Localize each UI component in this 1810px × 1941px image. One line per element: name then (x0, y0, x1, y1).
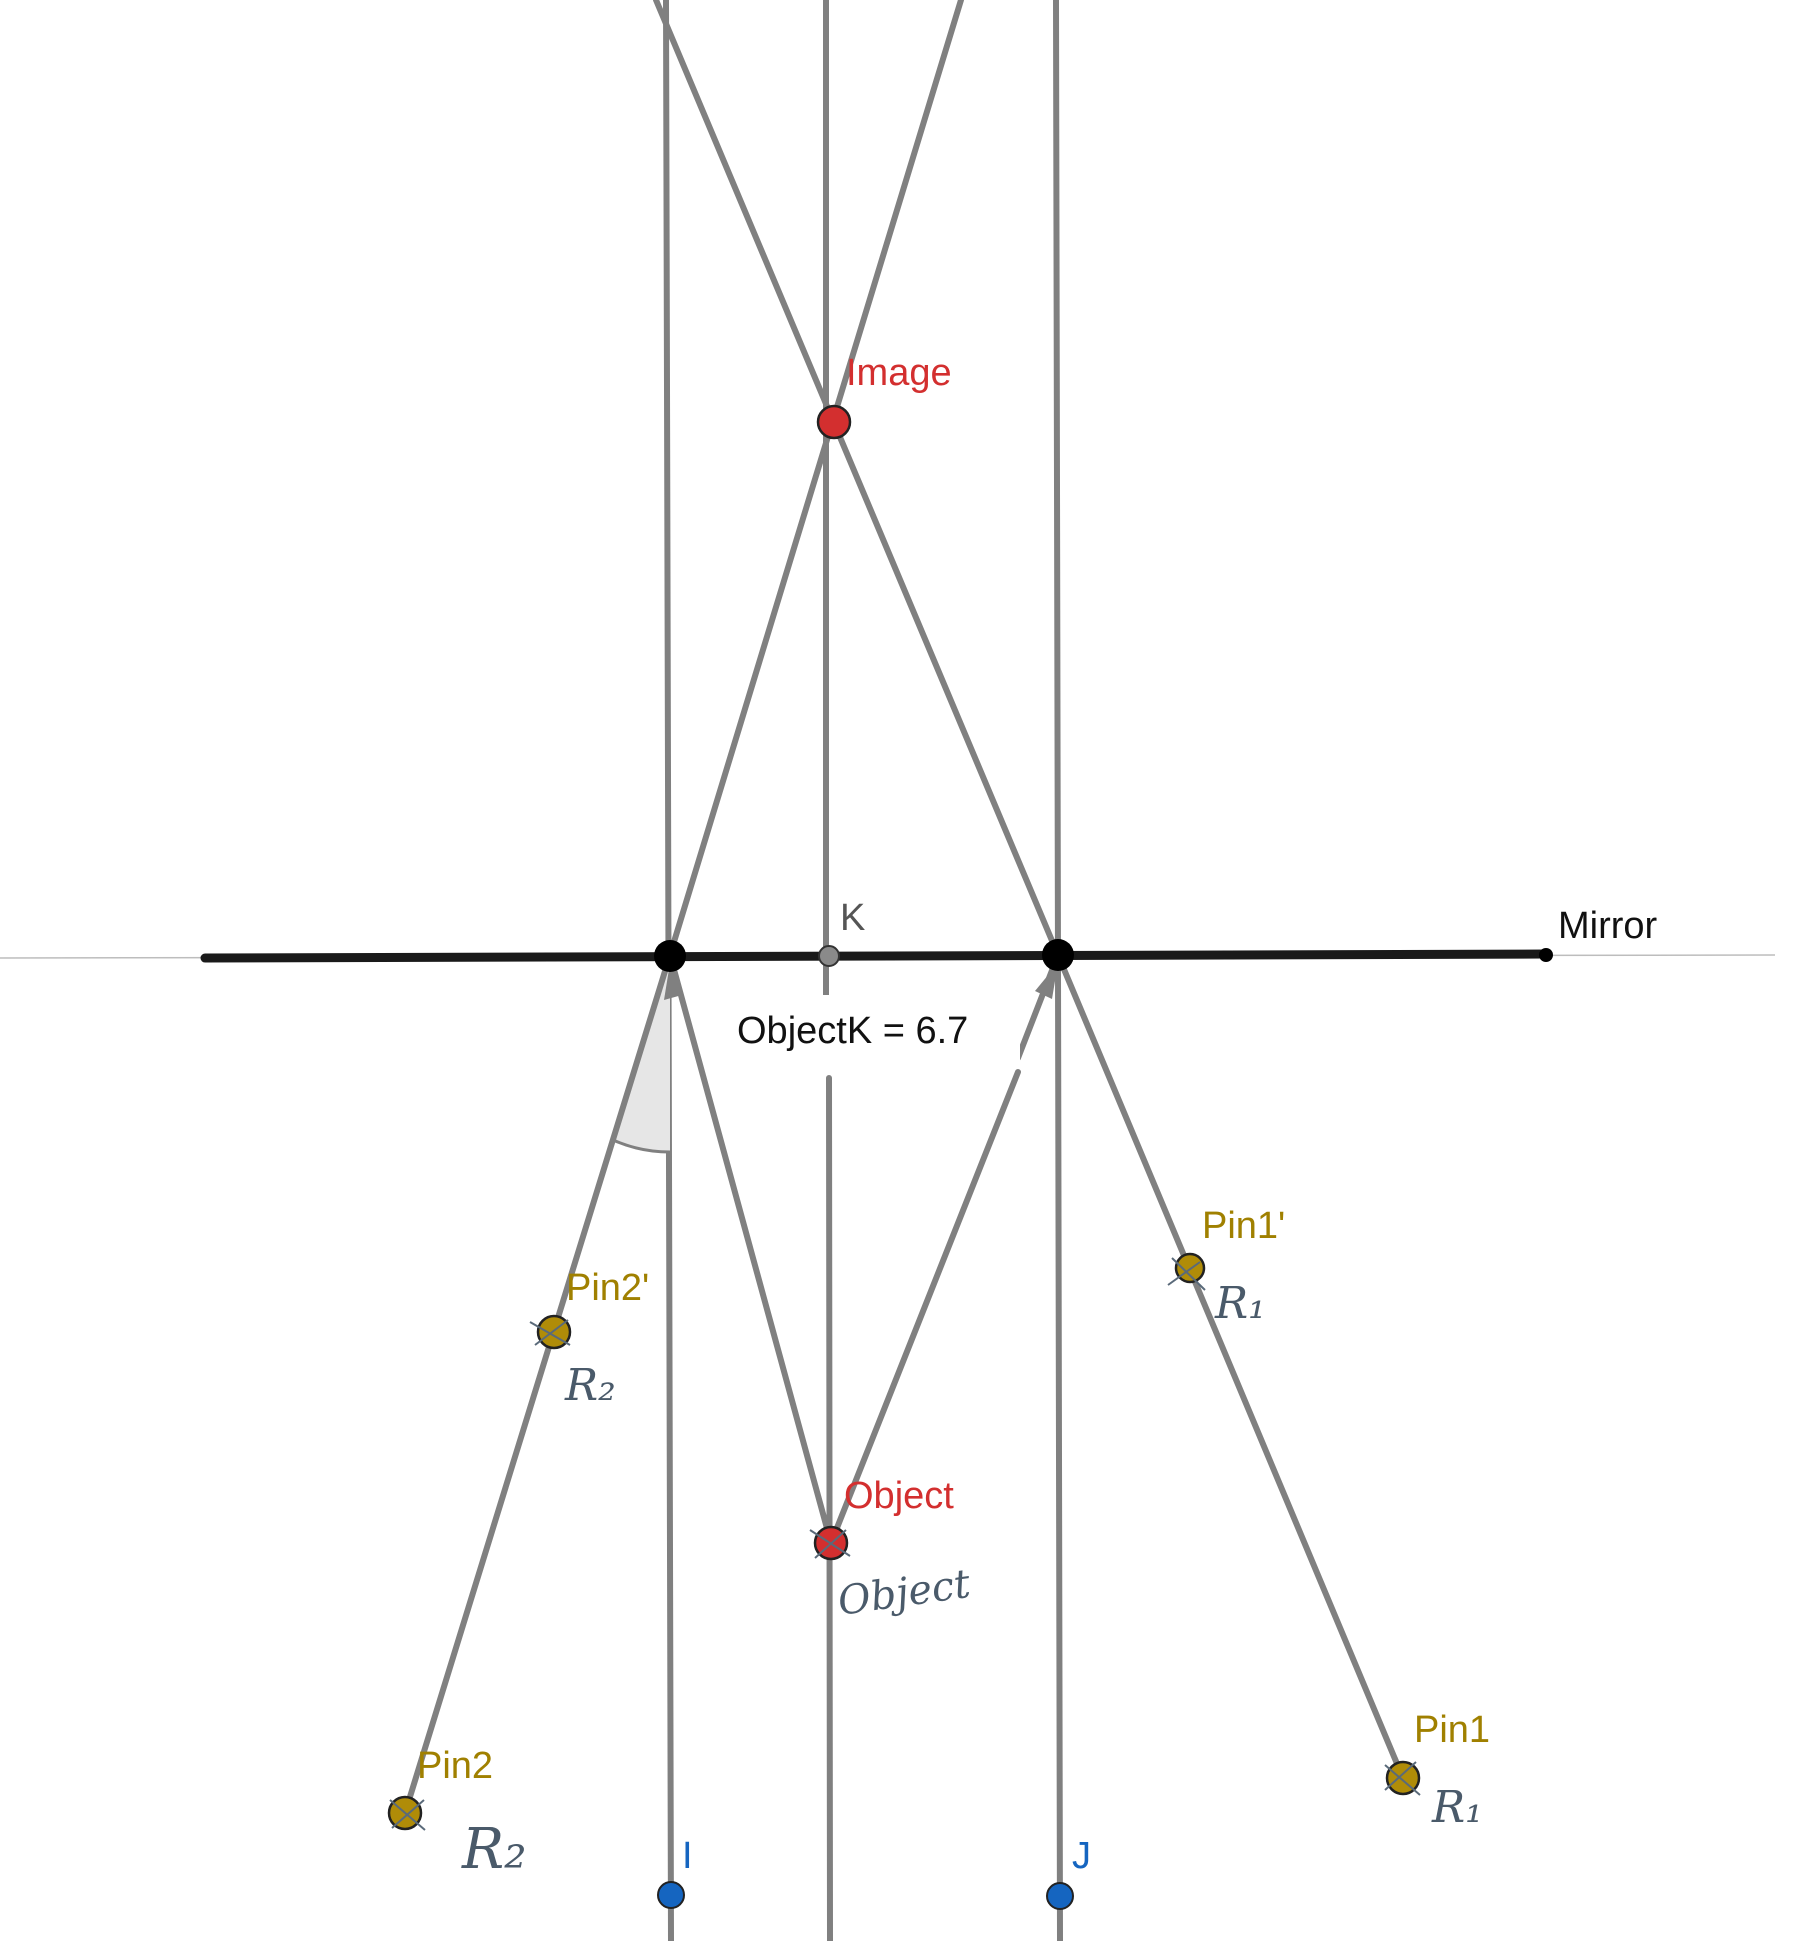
ray-left-extension (667, 0, 964, 958)
handwritten-r2-upper: R₂ (564, 1360, 616, 1411)
ray-right-extension (653, 0, 1061, 958)
mirror-label: Mirror (1558, 905, 1658, 947)
handwritten-r1-lower: R₁ (1431, 1782, 1483, 1833)
measurement-label: ObjectK = 6.7 (737, 1010, 968, 1052)
mirror-line (200, 949, 1552, 963)
ray-object-to-right (828, 1069, 1021, 1546)
pin2-prime-label: Pin2' (566, 1267, 649, 1309)
arrowhead-right (1035, 963, 1058, 999)
arrowhead-left (664, 963, 682, 1000)
angle-arc (612, 1138, 671, 1154)
ray-pin1-line (1055, 952, 1406, 1781)
mirror-point-left[interactable] (654, 940, 686, 972)
j-label: J (1072, 1835, 1091, 1877)
handwritten-object: Object (835, 1561, 974, 1625)
pin2-label: Pin2 (417, 1745, 493, 1787)
k-label: K (840, 897, 865, 939)
pin1-label: Pin1 (1414, 1709, 1490, 1751)
object-label: Object (844, 1475, 954, 1517)
ray-pin2-line (402, 952, 673, 1816)
measurement-bg (730, 995, 1020, 1065)
vertical-lines (663, 0, 1063, 1941)
point-k[interactable] (818, 945, 840, 967)
pencil-ticks (389, 1257, 1421, 1831)
handwritten-r2-lower: R₂ (461, 1817, 527, 1882)
vertical-line-k-lower (826, 1075, 833, 1941)
i-label: I (682, 1835, 693, 1877)
image-label: Image (846, 352, 952, 394)
point-i[interactable] (657, 1881, 685, 1909)
mirror-end-point[interactable] (1539, 948, 1553, 962)
rays (402, 0, 1406, 1816)
pin1-prime-label: Pin1' (1202, 1205, 1285, 1247)
handwritten-r1-upper: R₁ (1214, 1278, 1266, 1329)
ray-object-to-left (667, 952, 834, 1546)
point-j[interactable] (1046, 1882, 1074, 1910)
mirror-point-right[interactable] (1042, 939, 1074, 971)
image-point[interactable] (816, 404, 852, 440)
